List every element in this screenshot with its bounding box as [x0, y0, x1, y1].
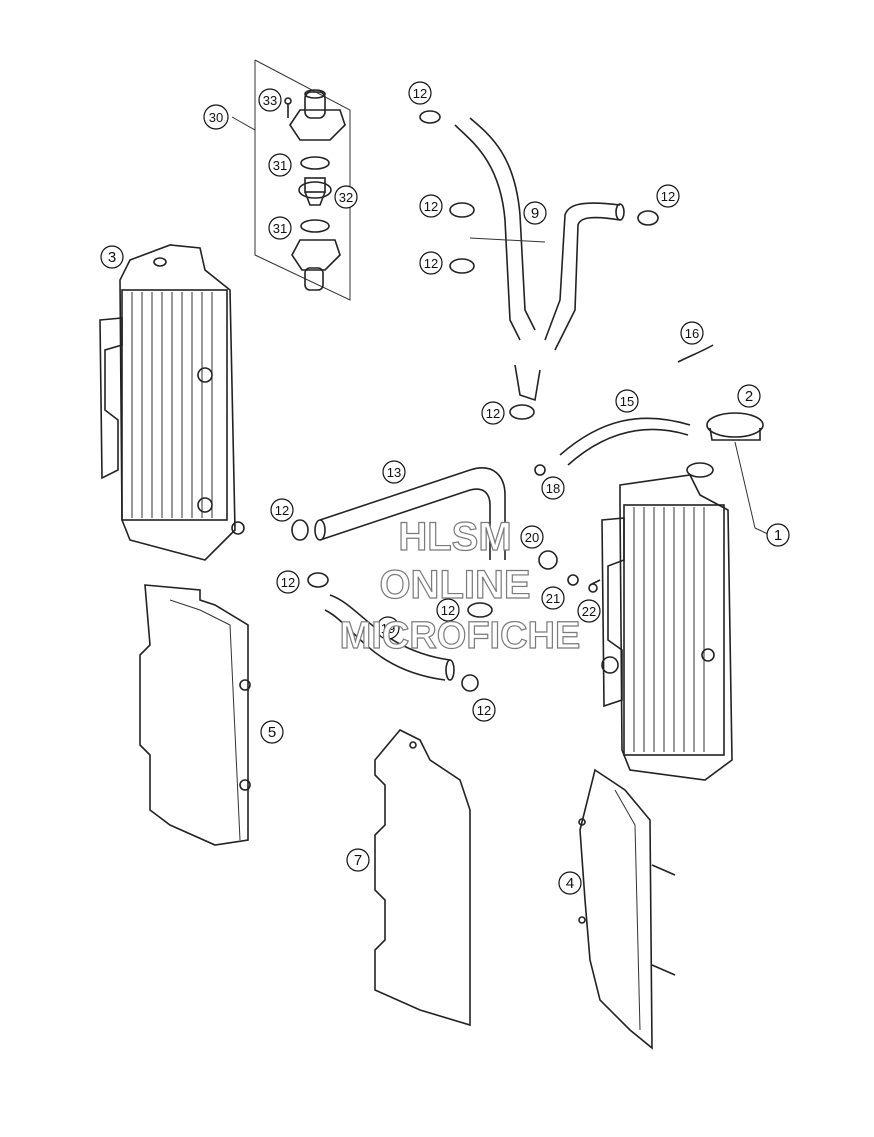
callout-12-f-label: 12 — [275, 503, 289, 518]
callout-2-label: 2 — [745, 388, 753, 405]
small-fittings — [534, 464, 601, 593]
callout-22: 22 — [577, 599, 601, 623]
radiator-right — [601, 462, 733, 781]
callout-30-label: 30 — [209, 110, 223, 125]
callout-12-h: 12 — [436, 598, 460, 622]
watermark-line-3: MICROFICHE — [340, 615, 581, 657]
callout-31-b-label: 31 — [273, 221, 287, 236]
callout-30: 30 — [203, 104, 229, 130]
callout-31-a-label: 31 — [273, 158, 287, 173]
callout-1-label: 1 — [774, 527, 782, 544]
callout-15: 15 — [615, 389, 639, 413]
callout-12-g: 12 — [276, 570, 300, 594]
callout-18: 18 — [541, 476, 565, 500]
callout-12-d: 12 — [656, 184, 680, 208]
hose-clamps — [291, 110, 659, 692]
callout-13: 13 — [382, 460, 406, 484]
callout-32-label: 32 — [339, 190, 353, 205]
callout-2: 2 — [737, 384, 761, 408]
shroud-right — [578, 768, 676, 1050]
callout-9-label: 9 — [531, 205, 539, 222]
callout-3-label: 3 — [108, 249, 116, 266]
callout-12-b-label: 12 — [424, 199, 438, 214]
callout-4-label: 4 — [566, 875, 574, 892]
callout-32: 32 — [334, 185, 358, 209]
callout-20: 20 — [520, 525, 544, 549]
callout-12-c: 12 — [419, 251, 443, 275]
grille-center — [374, 729, 471, 1027]
callout-12-e-label: 12 — [486, 406, 500, 421]
callout-12-b: 12 — [419, 194, 443, 218]
callout-12-e: 12 — [481, 401, 505, 425]
shroud-left — [139, 584, 251, 846]
callout-20-label: 20 — [525, 530, 539, 545]
clip-16 — [677, 344, 714, 363]
callout-7: 7 — [346, 848, 370, 872]
callout-33-label: 33 — [263, 93, 277, 108]
callout-31-a: 31 — [268, 153, 292, 177]
callout-12-c-label: 12 — [424, 256, 438, 271]
callout-12-d-label: 12 — [661, 189, 675, 204]
callout-12-a-label: 12 — [413, 86, 427, 101]
callout-3: 3 — [100, 245, 124, 269]
callout-1: 1 — [766, 523, 790, 547]
callout-18-label: 18 — [546, 481, 560, 496]
callout-12-f: 12 — [270, 498, 294, 522]
callout-15-label: 15 — [620, 394, 634, 409]
callout-19-label: 19 — [381, 621, 395, 636]
upper-hose — [454, 117, 625, 402]
radiator-cap — [706, 412, 771, 536]
callout-12-i: 12 — [472, 698, 496, 722]
thermostat-assembly — [231, 59, 351, 301]
callout-12-i-label: 12 — [477, 703, 491, 718]
callout-13-label: 13 — [387, 465, 401, 480]
callout-19: 19 — [376, 616, 400, 640]
callout-16-label: 16 — [685, 326, 699, 341]
callout-9: 9 — [523, 201, 547, 225]
callout-4: 4 — [558, 871, 582, 895]
callout-33: 33 — [258, 88, 282, 112]
callout-22-label: 22 — [582, 604, 596, 619]
hose-13 — [314, 467, 506, 560]
hose-15 — [559, 417, 691, 466]
callout-5: 5 — [260, 720, 284, 744]
radiator-right-fins — [633, 507, 705, 752]
callout-7-label: 7 — [354, 852, 362, 869]
callout-16: 16 — [680, 321, 704, 345]
hose-19 — [324, 594, 455, 681]
callout-31-b: 31 — [268, 216, 292, 240]
radiator-left — [99, 244, 245, 561]
watermark-line-2: ONLINE — [379, 563, 530, 607]
callout-21: 21 — [541, 586, 565, 610]
callout-12-h-label: 12 — [441, 603, 455, 618]
callout-5-label: 5 — [268, 724, 276, 741]
callout-12-g-label: 12 — [281, 575, 295, 590]
watermark: HLSM ONLINE MICROFICHE — [339, 514, 581, 657]
callout-21-label: 21 — [546, 591, 560, 606]
callout-12-a: 12 — [408, 81, 432, 105]
watermark-line-1: HLSM — [398, 515, 511, 559]
radiator-left-fins — [131, 292, 213, 518]
